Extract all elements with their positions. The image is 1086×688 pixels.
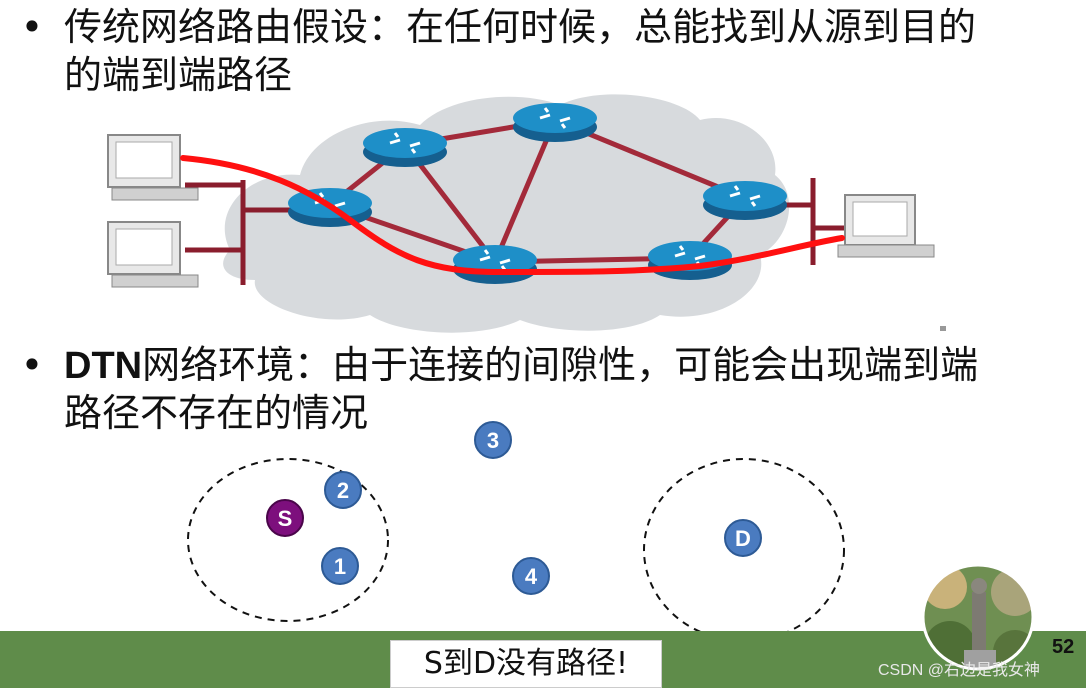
slide-mark <box>940 326 946 331</box>
router-icon <box>513 103 597 142</box>
node-relay-3-label: 3 <box>487 428 499 453</box>
node-destination: D <box>724 519 762 557</box>
bullet-text-line2: 的端到端路径 <box>64 53 293 97</box>
bullet-text-line2: 路径不存在的情况 <box>64 391 369 435</box>
footer-caption: S到D没有路径! <box>390 640 662 688</box>
node-relay-2-label: 2 <box>337 478 349 503</box>
bullet-text-line1: DTN网络环境：由于连接的间隙性，可能会出现端到端 <box>64 342 978 389</box>
watermark: CSDN @右边是我女神 <box>878 662 1041 679</box>
bullet-text-line1-rest: 网络环境：由于连接的间隙性，可能会出现端到端 <box>142 343 979 387</box>
computer-icon <box>837 194 935 258</box>
source-coverage-circle <box>187 458 389 622</box>
bullet-dot: • <box>20 5 44 49</box>
bullet-text-line1: 传统网络路由假设：在任何时候，总能找到从源到目的 <box>64 5 977 49</box>
page-number: 52 <box>1052 636 1075 658</box>
node-relay-1-label: 1 <box>334 554 346 579</box>
router-icon <box>363 128 447 167</box>
dtn-term: DTN <box>64 345 143 387</box>
end-to-end-route <box>180 155 845 276</box>
computer-icon <box>107 221 199 288</box>
statue-photo <box>921 563 1035 671</box>
router-icon <box>453 245 537 284</box>
node-relay-4-label: 4 <box>525 564 538 589</box>
computer-icon <box>107 134 199 201</box>
node-source: S <box>266 499 304 537</box>
node-relay-2: 2 <box>324 471 362 509</box>
node-relay-3: 3 <box>474 421 512 459</box>
node-destination-label: D <box>735 526 751 551</box>
node-relay-4: 4 <box>512 557 550 595</box>
router-icon <box>703 181 787 220</box>
node-source-label: S <box>278 506 293 531</box>
bullet-dot: • <box>20 343 44 387</box>
node-relay-1: 1 <box>321 547 359 585</box>
